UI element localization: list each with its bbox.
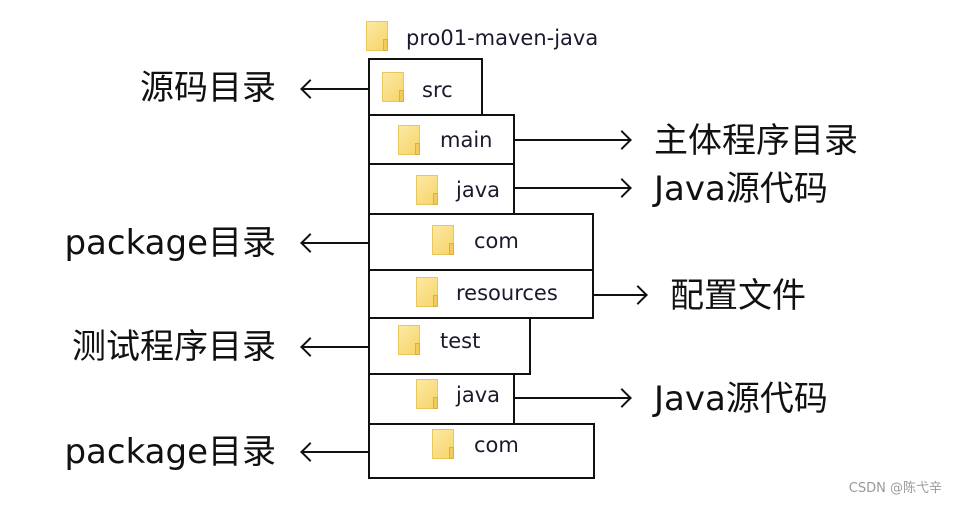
- arrow-right-icon: [612, 130, 632, 150]
- folder-icon: [398, 325, 420, 355]
- annotation-test-java: Java源代码: [654, 379, 828, 419]
- arrow-line-main: [515, 139, 631, 141]
- folder-test-com[interactable]: com: [368, 423, 595, 479]
- arrow-line-main-package: [302, 242, 368, 244]
- folder-icon: [416, 379, 438, 409]
- folder-icon: [382, 72, 404, 102]
- root-folder-name: pro01-maven-java: [406, 26, 599, 50]
- annotation-src: 源码目录: [140, 68, 276, 108]
- arrow-line-main-java: [515, 187, 631, 189]
- folder-icon: [416, 277, 438, 307]
- folder-main-com[interactable]: com: [368, 213, 594, 271]
- arrow-right-icon: [628, 285, 648, 305]
- watermark: CSDN @陈弋辛: [848, 481, 942, 496]
- folder-name: resources: [456, 281, 558, 305]
- arrow-left-icon: [300, 79, 320, 99]
- folder-icon: [416, 175, 438, 205]
- annotation-test: 测试程序目录: [72, 327, 276, 367]
- folder-icon: [432, 225, 454, 255]
- annotation-test-package: package目录: [64, 432, 276, 472]
- arrow-line-test-package: [302, 451, 368, 453]
- folder-resources[interactable]: resources: [368, 269, 594, 319]
- annotation-resources: 配置文件: [670, 276, 806, 316]
- root-folder-icon: [366, 21, 388, 51]
- folder-src[interactable]: src: [368, 58, 483, 116]
- annotation-main-java: Java源代码: [654, 169, 828, 209]
- arrow-line-test-java: [515, 397, 631, 399]
- arrow-right-icon: [612, 388, 632, 408]
- folder-test-java[interactable]: java: [368, 373, 515, 425]
- arrow-line-test: [302, 346, 368, 348]
- folder-name: java: [456, 383, 500, 407]
- arrow-line-src: [302, 88, 368, 90]
- folder-name: test: [440, 329, 481, 353]
- folder-test[interactable]: test: [368, 317, 531, 375]
- annotation-main: 主体程序目录: [654, 121, 858, 161]
- folder-name: src: [422, 78, 453, 102]
- folder-main[interactable]: main: [368, 114, 515, 165]
- folder-main-java[interactable]: java: [368, 163, 515, 215]
- arrow-left-icon: [300, 337, 320, 357]
- arrow-left-icon: [300, 233, 320, 253]
- folder-icon: [398, 125, 420, 155]
- folder-name: com: [474, 229, 519, 253]
- folder-icon: [432, 429, 454, 459]
- arrow-right-icon: [612, 178, 632, 198]
- folder-name: java: [456, 178, 500, 202]
- arrow-left-icon: [300, 442, 320, 462]
- annotation-main-package: package目录: [64, 223, 276, 263]
- folder-name: com: [474, 433, 519, 457]
- arrow-line-resources: [594, 294, 647, 296]
- folder-name: main: [440, 128, 493, 152]
